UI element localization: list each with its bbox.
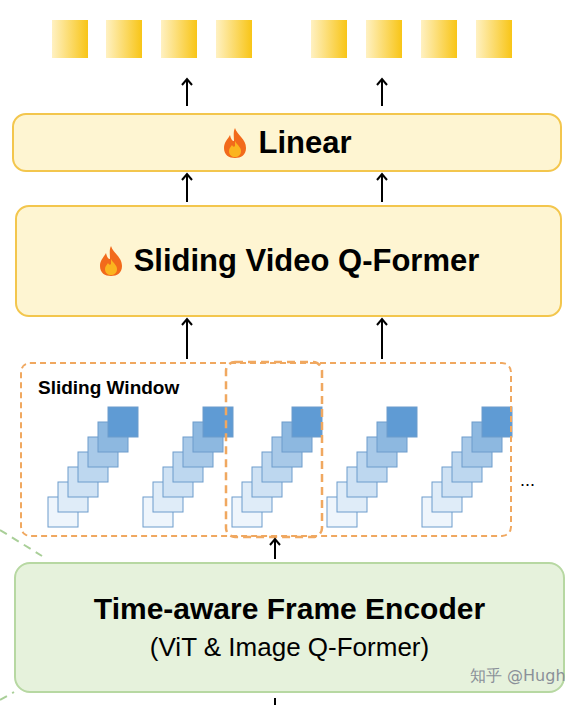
output-arrow	[381, 80, 383, 106]
frame	[292, 407, 322, 437]
watermark: 知乎 @Hugh	[470, 666, 566, 687]
frame	[108, 407, 138, 437]
token	[311, 20, 347, 58]
encoder-title: Time-aware Frame Encoder	[94, 592, 485, 626]
layer-label: Linear	[258, 125, 351, 161]
input-arrow	[274, 698, 276, 705]
layer-label: Sliding Video Q-Former	[134, 243, 480, 279]
linear-layer: Linear	[12, 113, 562, 172]
sliding-window-region: Sliding Window	[20, 362, 512, 537]
frame	[482, 407, 512, 437]
flow-arrow	[274, 540, 276, 559]
frame	[203, 407, 233, 437]
dashed-link	[0, 692, 14, 700]
title-row: Linear	[222, 125, 351, 161]
token	[421, 20, 457, 58]
flow-arrow	[381, 320, 383, 359]
token	[476, 20, 512, 58]
flame-icon	[222, 127, 248, 159]
video-qformer-box: Sliding Video Q-Former	[15, 205, 562, 317]
frame-stacks	[48, 407, 512, 527]
dashed-link	[0, 530, 42, 556]
output-arrow	[186, 80, 188, 106]
flow-arrow	[381, 175, 383, 202]
flow-arrow	[186, 175, 188, 202]
ellipsis: ...	[520, 470, 535, 491]
title-row: Sliding Video Q-Former	[98, 243, 480, 279]
token	[161, 20, 197, 58]
window-label: Sliding Window	[38, 377, 179, 399]
encoder-subtitle: (ViT & Image Q-Former)	[150, 632, 429, 663]
token	[216, 20, 252, 58]
token	[106, 20, 142, 58]
token	[366, 20, 402, 58]
frame	[387, 407, 417, 437]
output-tokens	[52, 20, 512, 58]
inner-window	[226, 362, 322, 537]
flow-arrow	[186, 320, 188, 359]
flame-icon	[98, 245, 124, 277]
token	[52, 20, 88, 58]
